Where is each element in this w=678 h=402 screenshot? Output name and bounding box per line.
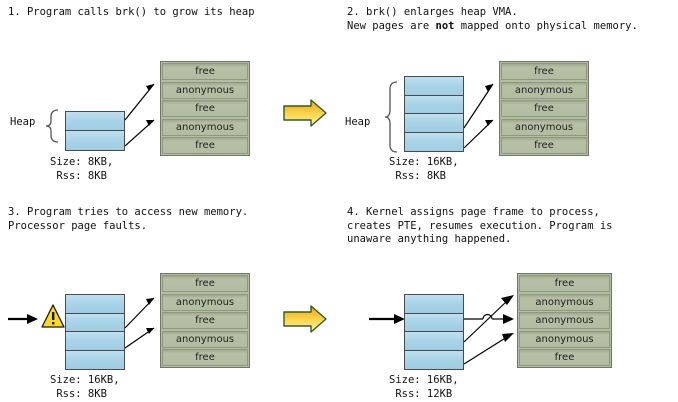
memory-block-free: free [162,100,248,117]
mapping-arrow-icon [124,83,155,147]
heap-column-2 [404,76,464,152]
size-rss-label-4: Size: 16KB, Rss: 12KB [389,374,459,401]
memory-block-anonymous: anonymous [162,293,248,311]
heap-block [405,77,463,96]
heap-block [66,313,124,332]
heap-block [66,350,124,369]
heap-block [66,295,124,314]
size-line-3: Size: 16KB, [50,374,120,386]
warning-triangle-icon [41,304,65,328]
rss-line-4: Rss: 12KB [389,387,453,400]
heap-label-1: Heap [10,116,36,128]
memory-block-anonymous: anonymous [519,312,610,329]
heap-block [405,132,463,151]
heap-block [405,295,463,314]
access-arrow-icon [369,314,405,324]
memory-block-free: free [162,349,248,366]
line-hop-icon [482,313,493,320]
mapping-arrow-icon [463,83,494,149]
panel-step-4: 4. Kernel assigns page frame to process,… [347,206,677,401]
rss-line-3: Rss: 8KB [50,387,107,400]
heap-column-4 [404,294,464,370]
panel-step-1: 1. Program calls brk() to grow its heap … [8,6,338,196]
memory-block-anonymous: anonymous [501,118,587,136]
rss-line-2: Rss: 8KB [389,169,446,182]
heap-label-2: Heap [345,116,371,128]
rss-line-1: Rss: 8KB [50,169,107,182]
memory-block-free: free [162,137,248,154]
panel-4-vectors [369,295,514,365]
panel-step-2: 2. brk() enlarges heap VMA. New pages ar… [345,6,677,196]
heap-block [66,332,124,351]
heap-block [405,313,463,332]
panel-4-caption: 4. Kernel assigns page frame to process,… [347,206,613,245]
size-rss-label-3: Size: 16KB, Rss: 8KB [50,374,120,401]
memory-block-anonymous: anonymous [501,81,587,99]
memory-block-free: free [519,275,610,292]
curly-brace-icon [45,109,59,143]
memory-block-free: free [501,100,587,117]
memory-block-anonymous: anonymous [519,293,610,311]
heap-block [66,131,124,150]
panel-3-caption: 3. Program tries to access new memory. P… [8,206,249,232]
size-line-1: Size: 8KB, [50,156,114,168]
size-line-2: Size: 16KB, [389,156,459,168]
memory-block-anonymous: anonymous [519,330,610,348]
memory-block-free: free [162,63,248,80]
panel-2-caption: 2. brk() enlarges heap VMA. New pages ar… [347,6,638,32]
curly-brace-icon [384,81,398,153]
heap-block [405,95,463,114]
size-rss-label-2: Size: 16KB, Rss: 8KB [389,156,459,183]
mapping-arrow-icon [124,297,155,349]
access-arrow-icon [8,314,38,324]
right-arrow-icon [283,99,327,127]
heap-block [405,332,463,351]
right-arrow-icon [283,305,327,333]
memory-block-free: free [162,275,248,292]
memory-block-anonymous: anonymous [162,330,248,348]
panel-step-3: 3. Program tries to access new memory. P… [8,206,338,401]
heap-block [66,112,124,131]
size-line-4: Size: 16KB, [389,374,459,386]
panel-1-caption: 1. Program calls brk() to grow its heap [8,6,255,18]
size-rss-label-1: Size: 8KB, Rss: 8KB [50,156,113,183]
memory-block-anonymous: anonymous [162,81,248,99]
heap-block [405,350,463,369]
panel-2-vectors [384,81,494,153]
memory-block-anonymous: anonymous [162,118,248,136]
memory-block-free: free [501,137,587,154]
panel-3-vectors [8,297,327,349]
panel-1-vectors [45,83,327,147]
heap-block [405,114,463,133]
memory-block-free: free [519,349,610,366]
memory-block-free: free [162,312,248,329]
memory-block-free: free [501,63,587,80]
heap-column-1 [65,111,125,151]
mapping-arrow-icon [463,295,514,365]
heap-column-3 [65,294,125,370]
